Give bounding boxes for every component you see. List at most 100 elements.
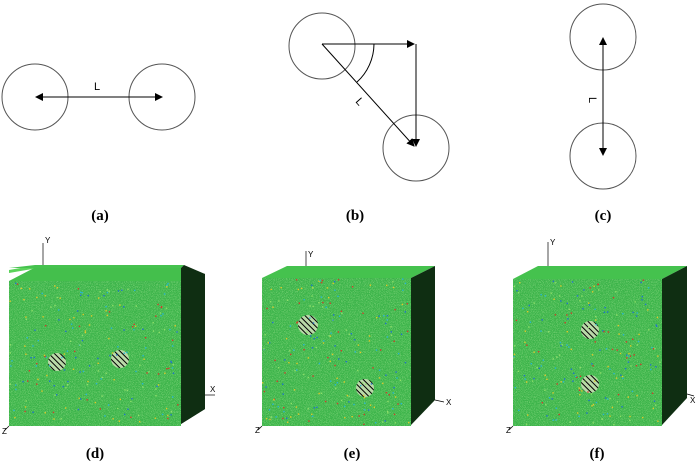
speckle [552, 280, 555, 283]
speckle [647, 309, 649, 311]
speckle [376, 316, 378, 319]
speckle [155, 388, 157, 390]
speckle [59, 297, 61, 299]
speckle [121, 289, 123, 291]
speckle [575, 375, 577, 378]
speckle [49, 380, 51, 382]
x-axis-label: X [690, 396, 696, 405]
speckle [81, 292, 83, 294]
speckle [350, 333, 353, 335]
speckle [161, 413, 164, 416]
speckle [395, 371, 397, 373]
speckle [176, 331, 178, 333]
speckle [272, 321, 274, 324]
speckle [605, 348, 608, 350]
speckle [37, 339, 39, 342]
speckle [282, 383, 284, 385]
speckle [171, 339, 174, 341]
speckle [324, 400, 327, 403]
speckle [533, 377, 535, 380]
speckle [25, 318, 27, 320]
z-axis-label: Z [2, 427, 7, 436]
speckle [94, 401, 96, 404]
speckle [15, 384, 17, 386]
speckle [640, 281, 642, 284]
speckle [373, 406, 375, 408]
speckle [157, 373, 160, 375]
speckle [625, 341, 628, 343]
speckle [394, 422, 397, 424]
speckle [595, 316, 597, 318]
speckle [310, 335, 312, 337]
speckle [163, 328, 166, 331]
speckle [337, 295, 339, 297]
speckle [131, 398, 133, 400]
speckle [99, 291, 101, 293]
speckle [106, 291, 109, 294]
speckle [533, 302, 535, 304]
speckle [576, 376, 578, 378]
speckle [513, 353, 516, 356]
speckle [592, 404, 595, 406]
speckle [30, 357, 32, 359]
speckle [642, 416, 644, 419]
speckle [636, 394, 638, 397]
speckle [631, 390, 634, 393]
speckle [105, 372, 107, 374]
speckle [525, 381, 528, 383]
speckle [560, 300, 562, 302]
speckle [576, 412, 579, 414]
speckle [296, 322, 298, 324]
speckle [264, 334, 266, 336]
speckle [320, 281, 323, 284]
speckle [329, 335, 332, 337]
speckle [109, 354, 111, 357]
speckle [284, 372, 286, 374]
speckle [603, 311, 606, 313]
speckle [338, 315, 341, 317]
speckle [390, 326, 392, 328]
speckle [388, 394, 390, 396]
speckle [529, 321, 532, 323]
speckle [303, 344, 305, 346]
speckle [364, 402, 366, 404]
speckle [318, 392, 320, 395]
speckle [641, 299, 643, 301]
speckle [517, 292, 520, 294]
speckle [382, 382, 384, 385]
speckle [633, 354, 635, 356]
speckle [20, 287, 23, 290]
speckle [385, 322, 387, 325]
speckle [578, 387, 580, 389]
speckle [351, 416, 353, 418]
speckle [588, 399, 590, 402]
speckle [651, 392, 654, 394]
speckle [588, 302, 590, 304]
speckle [295, 406, 298, 408]
speckle [595, 319, 597, 321]
speckle [123, 352, 125, 354]
speckle [100, 378, 102, 380]
speckle [72, 368, 75, 370]
speckle [108, 337, 110, 340]
speckle [330, 332, 332, 334]
speckle [570, 312, 573, 314]
speckle [609, 415, 611, 417]
speckle [25, 400, 27, 402]
speckle [343, 405, 346, 408]
speckle [139, 364, 141, 366]
speckle [87, 380, 89, 383]
caption-e: (e) [344, 446, 361, 462]
speckle [278, 367, 280, 369]
speckle [289, 350, 291, 352]
speckle [272, 306, 274, 308]
speckle [635, 365, 638, 367]
speckle [65, 407, 67, 409]
speckle [615, 377, 618, 379]
speckle [112, 304, 114, 307]
speckle [108, 290, 110, 293]
speckle [44, 325, 47, 327]
speckle [321, 279, 324, 282]
speckle [335, 387, 337, 390]
